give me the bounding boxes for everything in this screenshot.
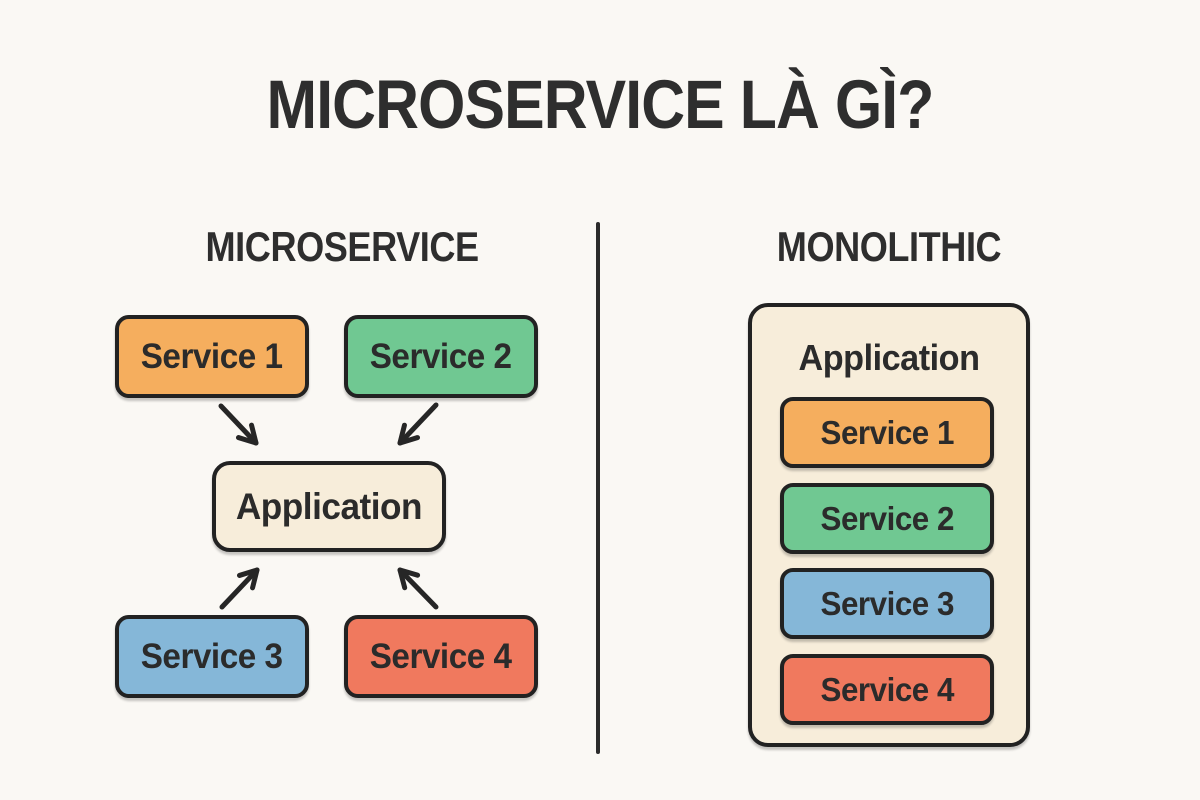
monolithic-service-4-box: Service 4	[780, 654, 994, 725]
arrow-service4-to-app	[397, 567, 439, 610]
service-label: Service 3	[141, 636, 283, 676]
arrow-service2-to-app	[397, 402, 439, 446]
arrow-service1-to-app	[218, 403, 259, 446]
microservice-service-3-box: Service 3	[115, 615, 309, 698]
service-label: Service 2	[820, 499, 954, 537]
service-label: Service 4	[370, 636, 512, 676]
service-label: Service 4	[820, 670, 954, 708]
monolithic-service-1-box: Service 1	[780, 397, 994, 468]
service-label: Service 1	[820, 413, 954, 451]
application-label: Application	[798, 337, 980, 378]
section-divider	[596, 222, 600, 754]
service-label: Service 1	[141, 336, 283, 376]
microservice-service-4-box: Service 4	[344, 615, 538, 698]
monolithic-service-3-box: Service 3	[780, 568, 994, 639]
microservice-service-1-box: Service 1	[115, 315, 309, 398]
microservice-application-box: Application	[212, 461, 446, 552]
microservice-service-2-box: Service 2	[344, 315, 538, 398]
arrow-service3-to-app	[219, 567, 260, 610]
page-title: MICROSERVICE LÀ GÌ?	[266, 66, 934, 143]
left-section-heading: MICROSERVICE	[205, 223, 480, 270]
right-section-heading: MONOLITHIC	[776, 223, 1002, 270]
monolithic-service-2-box: Service 2	[780, 483, 994, 554]
application-label: Application	[235, 485, 423, 527]
service-label: Service 2	[370, 336, 512, 376]
service-label: Service 3	[820, 584, 954, 622]
